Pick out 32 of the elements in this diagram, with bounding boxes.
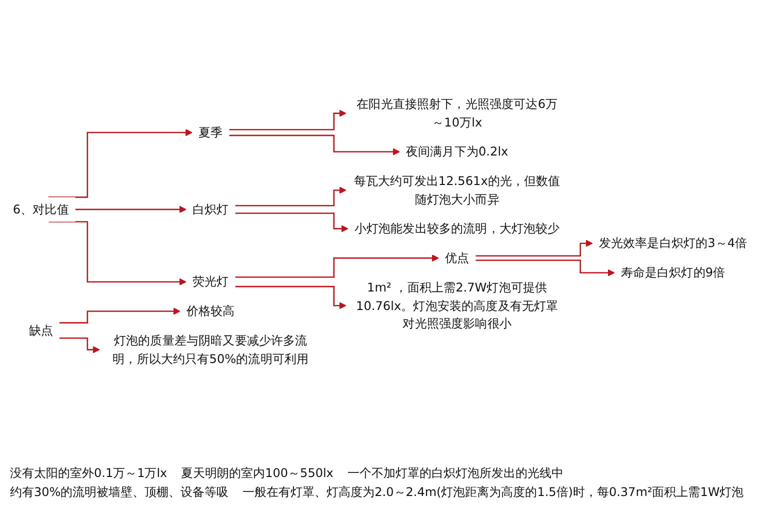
node-text: 发光效率是白炽灯的3～4倍 bbox=[598, 236, 748, 250]
note-text: 没有太阳的室外0.1万～1万lx bbox=[10, 465, 168, 482]
node-text: 1m² ，面积上需2.7W灯泡可提供10.76lx。灯泡安装的高度及有无灯罩对光照强度影响很小 bbox=[356, 280, 558, 331]
arrow bbox=[476, 240, 593, 257]
node-text: 优点 bbox=[445, 250, 470, 266]
note-text: 夏天明朗的室内100～550lx bbox=[181, 465, 334, 482]
arrow bbox=[48, 221, 186, 286]
node-text: 夜间满月下为0.2lx bbox=[406, 144, 508, 159]
note-text: 一个不加灯罩的白炽灯泡所发出的光线中 bbox=[347, 465, 564, 482]
arrow bbox=[59, 337, 100, 354]
node-text: 荧光灯 bbox=[192, 274, 229, 289]
node-text: 在阳光直接照射下，光照强度可达6万～10万lx bbox=[356, 96, 558, 130]
arrow bbox=[75, 206, 186, 213]
arrow bbox=[229, 134, 400, 156]
arrow bbox=[235, 186, 346, 206]
node-text: 夏季 bbox=[198, 125, 223, 140]
node-text: 价格较高 bbox=[186, 304, 235, 318]
node-text: 白炽灯 bbox=[192, 202, 229, 216]
note-text: 一般在有灯罩、灯高度为2.0～2.4m(灯泡距离为高度的1.5倍)时，每0.37m²面积上需1W灯泡 bbox=[242, 484, 744, 501]
arrow bbox=[235, 286, 346, 310]
arrow bbox=[235, 212, 348, 232]
arrow bbox=[235, 254, 439, 278]
node-text: 灯泡的质量差与阴暗又要减少许多流明，所以大约只有50%的流明可利用 bbox=[112, 333, 309, 366]
node-text: 缺点 bbox=[28, 323, 53, 338]
node-text: 寿命是白炽灯的9倍 bbox=[620, 265, 726, 280]
arrow bbox=[59, 308, 180, 324]
note-text: 约有30%的流明被墙壁、顶棚、设备等吸 bbox=[10, 484, 229, 501]
arrow bbox=[229, 110, 346, 130]
arrow bbox=[476, 260, 615, 276]
arrow bbox=[48, 129, 192, 198]
node-text: 每瓦大约可发出12.561x的光，但数值随灯泡大小而异 bbox=[354, 174, 560, 206]
node-text: 小灯泡能发出较多的流明，大灯泡较少 bbox=[354, 221, 560, 236]
